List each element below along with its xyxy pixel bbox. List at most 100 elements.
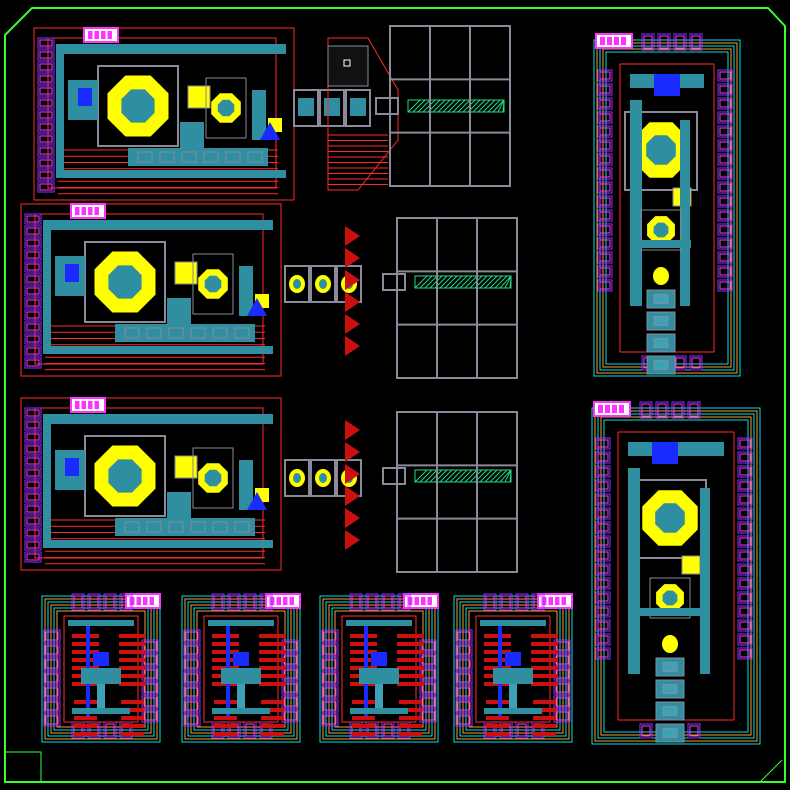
label-marker-cell bbox=[136, 597, 141, 605]
bond-pad-inner bbox=[26, 493, 40, 501]
bond-pad-inner bbox=[719, 197, 731, 206]
contact bbox=[124, 327, 140, 339]
metal-trace bbox=[56, 44, 286, 54]
bond-pad-inner bbox=[739, 593, 751, 602]
bond-pad-outline bbox=[455, 643, 473, 657]
probe-wedge bbox=[345, 270, 360, 290]
bond-pad-inner bbox=[719, 211, 731, 220]
bond-pad bbox=[419, 681, 437, 695]
bond-pad-outline bbox=[43, 657, 61, 671]
gate-finger bbox=[352, 732, 375, 736]
bond-pad bbox=[717, 97, 733, 110]
antenna-grid-border bbox=[396, 411, 518, 573]
via-stack bbox=[371, 652, 387, 666]
gate-finger bbox=[121, 708, 144, 712]
metal-trace bbox=[480, 620, 546, 626]
bond-pad-inner bbox=[739, 551, 751, 560]
bond-pad-inner bbox=[26, 287, 40, 295]
label-marker-cell bbox=[283, 597, 288, 605]
bond-pad-inner bbox=[45, 631, 59, 641]
gate-finger bbox=[397, 682, 424, 686]
hatch-line bbox=[449, 275, 463, 289]
label-marker-cell bbox=[276, 597, 281, 605]
bond-pad bbox=[737, 619, 753, 632]
bond-pad-outline bbox=[737, 465, 753, 478]
bond-pad-inner bbox=[45, 701, 59, 711]
bond-pad-inner bbox=[26, 457, 40, 465]
gate-finger bbox=[72, 642, 99, 646]
gate-finger bbox=[261, 700, 284, 704]
bond-pad bbox=[597, 279, 613, 292]
label-marker-cell bbox=[598, 405, 603, 413]
hatched-feedline bbox=[414, 275, 512, 289]
bond-pad bbox=[24, 297, 42, 309]
bond-pad-inner bbox=[351, 595, 361, 609]
bond-pad-inner bbox=[675, 35, 685, 49]
metal-block bbox=[81, 668, 121, 684]
bond-pad-inner bbox=[26, 347, 40, 355]
gate-finger bbox=[259, 642, 286, 646]
bond-pad-outline bbox=[87, 593, 101, 611]
bond-pad-outline bbox=[119, 593, 133, 611]
hatch-line bbox=[509, 275, 512, 289]
bond-pad-inner bbox=[39, 75, 53, 83]
bond-pad bbox=[595, 451, 611, 464]
metal-trace bbox=[484, 708, 542, 714]
label-marker-cell bbox=[561, 597, 566, 605]
label-marker-cell bbox=[548, 597, 553, 605]
gate-finger bbox=[259, 650, 286, 654]
guard-ring bbox=[319, 595, 439, 743]
bond-pad bbox=[595, 591, 611, 604]
capacitor-pad bbox=[681, 555, 701, 575]
probe-wedge bbox=[345, 464, 360, 484]
metal-trace bbox=[631, 240, 691, 248]
gain-stage-core bbox=[324, 98, 340, 116]
metal-trace bbox=[43, 220, 273, 230]
bond-pad-outline bbox=[281, 681, 299, 695]
bond-pad bbox=[717, 237, 733, 250]
contact bbox=[168, 327, 184, 339]
bond-pad-outline bbox=[597, 167, 613, 180]
bond-pad bbox=[553, 709, 571, 723]
bond-pad-inner bbox=[39, 147, 53, 155]
metal-trace bbox=[115, 324, 255, 342]
bond-pad bbox=[397, 593, 411, 611]
bond-pad-inner bbox=[323, 631, 337, 641]
bond-pad bbox=[381, 593, 395, 611]
bond-pad-outline bbox=[717, 279, 733, 292]
hatch-line bbox=[464, 275, 478, 289]
bond-pad bbox=[321, 685, 339, 699]
gain-stage-core bbox=[298, 98, 314, 116]
bond-pad bbox=[483, 593, 497, 611]
guard-ring bbox=[462, 604, 564, 734]
bond-pad-outline bbox=[183, 643, 201, 657]
gate-finger bbox=[531, 650, 558, 654]
bond-pad-inner bbox=[26, 311, 40, 319]
bond-pad bbox=[597, 209, 613, 222]
gate-finger bbox=[533, 732, 556, 736]
bond-pad-inner bbox=[691, 35, 701, 49]
contact bbox=[190, 521, 206, 533]
metal-block bbox=[359, 668, 399, 684]
bond-pad-outline bbox=[595, 549, 611, 562]
bond-pad-inner bbox=[39, 159, 53, 167]
bond-pad-outline bbox=[37, 133, 55, 145]
gate-finger bbox=[486, 724, 509, 728]
bond-pad bbox=[24, 345, 42, 357]
bond-pad-inner bbox=[641, 403, 651, 417]
bond-pad-outline bbox=[183, 699, 201, 713]
bond-pad-inner bbox=[39, 111, 53, 119]
gain-stage bbox=[310, 265, 336, 303]
bond-pad-outline bbox=[597, 237, 613, 250]
hatched-feedline bbox=[407, 99, 505, 113]
bond-pad-outline bbox=[24, 431, 42, 443]
bond-pad-outline bbox=[455, 713, 473, 727]
probe-wedge bbox=[345, 226, 360, 246]
bond-pad bbox=[717, 167, 733, 180]
bond-pad bbox=[737, 549, 753, 562]
metal-trace bbox=[43, 346, 273, 354]
contact bbox=[146, 521, 162, 533]
bond-pad-inner bbox=[26, 323, 40, 331]
